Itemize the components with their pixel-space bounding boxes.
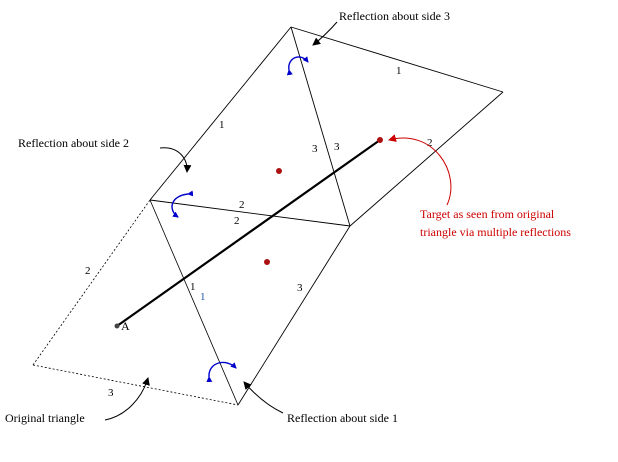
annotation-side-1: Reflection about side 1 [287, 411, 398, 425]
r1-side-3 [237, 225, 351, 406]
annotation-side-2: Reflection about side 2 [18, 136, 129, 150]
arrow-side-1 [243, 381, 284, 414]
label-r2-right-b: 3 [334, 141, 340, 153]
reflect-arrow-side-3 [286, 56, 309, 76]
label-r3-top: 1 [396, 65, 402, 77]
annotation-original: Original triangle [5, 411, 85, 425]
label-orig-bottom: 3 [108, 387, 114, 399]
label-r1-top-a: 2 [239, 199, 245, 211]
label-orig-right: 1 [190, 281, 196, 293]
label-r1-right: 3 [297, 282, 303, 294]
r1-side-2 [149, 199, 351, 227]
r3-side-1 [290, 26, 504, 93]
label-orig-right-blue: 1 [200, 291, 206, 303]
original-triangle [32, 199, 239, 406]
annotation-side-3: Reflection about side 3 [339, 9, 450, 23]
reflect-arrow-side-2 [171, 190, 194, 218]
r2-side-1 [149, 26, 292, 201]
reflect-arrow-side-1 [206, 361, 237, 383]
arrow-original [104, 377, 150, 421]
target-dot [377, 137, 383, 143]
original-side-3 [32, 364, 239, 406]
image-dot-r1 [264, 259, 270, 265]
straight-path [116, 139, 381, 327]
arrow-side-3 [312, 21, 338, 46]
label-r2-right-a: 3 [312, 143, 318, 155]
annotation-target-line-1: Target as seen from original [420, 207, 555, 221]
label-r1-top-b: 2 [234, 215, 240, 227]
original-side-2 [32, 199, 151, 366]
r3-side-2 [349, 91, 504, 227]
original-side-1 [149, 199, 239, 406]
label-r3-right: 2 [427, 137, 433, 149]
label-orig-left: 2 [85, 265, 91, 277]
reflection-3-triangle [290, 26, 504, 227]
blue-arrows [171, 56, 309, 383]
annotation-target-line-2: triangle via multiple reflections [420, 225, 571, 239]
label-r2-left: 1 [219, 119, 225, 131]
point-a-label: A [121, 319, 130, 333]
point-a-marker [114, 323, 120, 329]
arrow-target [388, 134, 452, 206]
arrow-side-2 [159, 147, 192, 173]
image-dot-r2 [276, 168, 282, 174]
